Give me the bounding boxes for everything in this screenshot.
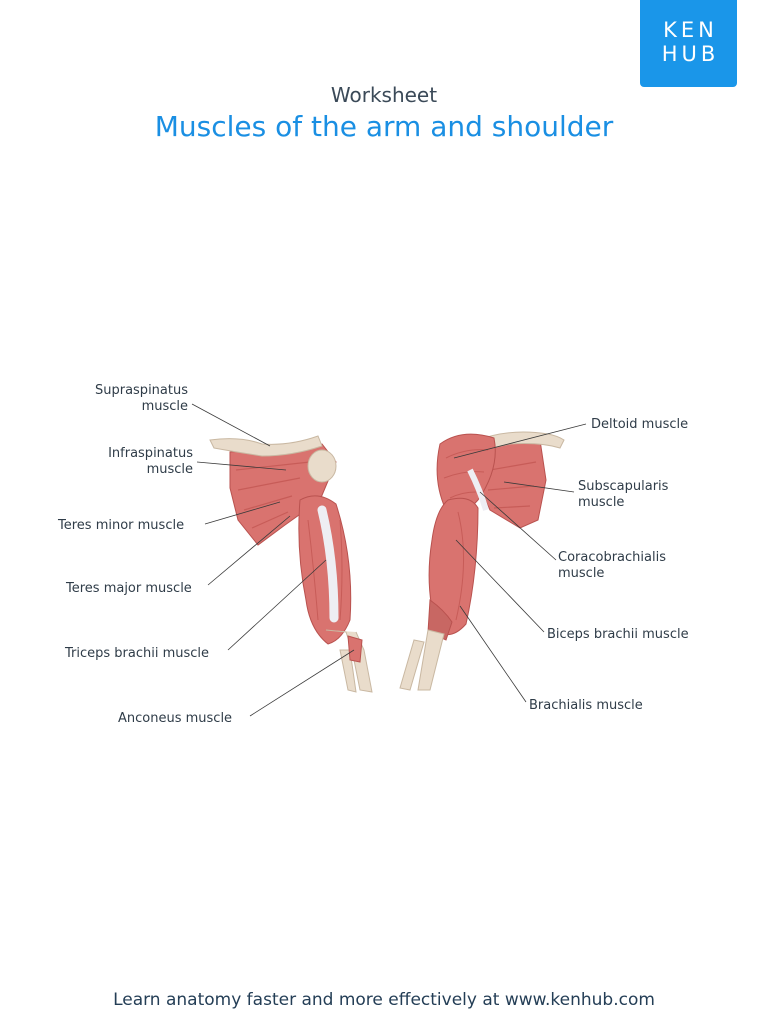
logo-line-2: HUB bbox=[661, 42, 720, 66]
page-title: Muscles of the arm and shoulder bbox=[154, 110, 614, 143]
label-triceps: Triceps brachii muscle bbox=[65, 646, 210, 661]
scapula-spine-bone bbox=[209, 435, 323, 457]
footer-tagline: Learn anatomy faster and more effectivel… bbox=[113, 990, 655, 1010]
label-anconeus: Anconeus muscle bbox=[118, 711, 233, 726]
label-supraspinatus-line1: Supraspinatus bbox=[94, 383, 188, 398]
anterior-arm bbox=[399, 431, 565, 691]
label-deltoid: Deltoid muscle bbox=[591, 417, 689, 432]
label-subscapularis-line2: muscle bbox=[578, 495, 625, 510]
label-supraspinatus: Supraspinatus muscle bbox=[60, 383, 188, 415]
label-subscapularis-line1: Subscapularis bbox=[578, 479, 669, 494]
label-brachialis: Brachialis muscle bbox=[529, 698, 643, 713]
anconeus-muscle bbox=[347, 635, 363, 663]
brachialis-muscle bbox=[427, 599, 453, 641]
label-coracobrachialis: Coracobrachialis muscle bbox=[558, 550, 666, 582]
label-coracobrachialis-line2: muscle bbox=[558, 566, 605, 581]
worksheet-label: Worksheet bbox=[330, 83, 438, 107]
label-subscapularis: Subscapularis muscle bbox=[578, 479, 668, 511]
label-teres-major: Teres major muscle bbox=[66, 581, 192, 596]
leader-lines bbox=[191, 403, 587, 717]
logo-line-1: KEN bbox=[663, 18, 718, 42]
label-coracobrachialis-line1: Coracobrachialis bbox=[558, 550, 666, 565]
posterior-arm bbox=[209, 435, 373, 693]
label-supraspinatus-line2: muscle bbox=[141, 399, 188, 414]
label-teres-minor: Teres minor muscle bbox=[58, 518, 185, 533]
label-infraspinatus-line2: muscle bbox=[146, 462, 193, 477]
biceps-muscle bbox=[428, 497, 479, 636]
kenhub-logo: KEN HUB bbox=[640, 0, 737, 87]
label-infraspinatus: Infraspinatus muscle bbox=[60, 446, 193, 478]
label-infraspinatus-line1: Infraspinatus bbox=[108, 446, 193, 461]
label-biceps: Biceps brachii muscle bbox=[547, 627, 689, 642]
